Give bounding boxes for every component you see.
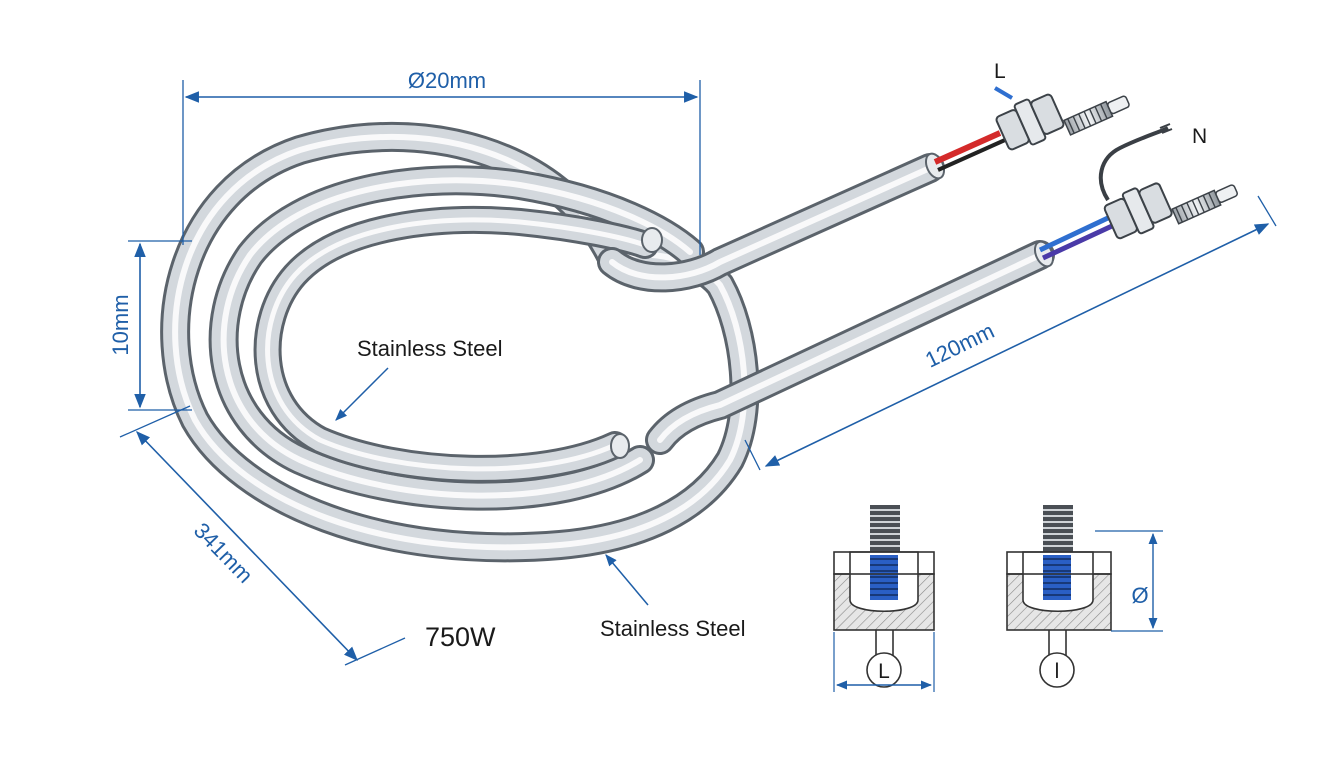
inner-coil xyxy=(253,206,659,483)
callout-arrow-icon xyxy=(605,554,649,606)
detail-label-left: L xyxy=(878,660,890,683)
detail-label-right: l xyxy=(1055,660,1060,683)
terminal-detail-right: l Ø xyxy=(1006,505,1163,688)
power-rating: 750W xyxy=(425,622,496,652)
detail-stud-threads xyxy=(1043,505,1073,555)
wire-black xyxy=(937,138,1006,172)
dimension-label-120: 120mm xyxy=(921,318,998,373)
wire-blue-stub xyxy=(993,86,1014,100)
dimension-label-height: 10mm xyxy=(108,294,133,355)
callout-outer-material: Stainless Steel xyxy=(600,554,746,641)
detail-stud-threads xyxy=(870,505,900,555)
upper-leg xyxy=(597,153,945,293)
hex-nut-icon xyxy=(1103,182,1173,240)
wire-black-loop xyxy=(1098,126,1169,202)
detail-terminal-ring xyxy=(1039,652,1075,688)
middle-coil xyxy=(208,165,705,511)
threaded-stud-icon xyxy=(1063,95,1130,136)
dimension-label-length: 341mm xyxy=(189,518,258,588)
wire-end-strands xyxy=(1159,123,1173,134)
dimension-arrow-icon xyxy=(136,430,358,662)
heater-tube xyxy=(160,121,1055,563)
dimension-arrow-icon xyxy=(764,223,1270,467)
threaded-stud-icon xyxy=(1171,184,1238,225)
tube-end-cap xyxy=(641,227,663,253)
lower-leg xyxy=(645,240,1055,455)
callout-label-outer: Stainless Steel xyxy=(600,616,746,641)
callout-inner-material: Stainless Steel xyxy=(335,336,503,421)
callout-arrow-icon xyxy=(335,367,389,421)
dimension-label-diameter: Ø20mm xyxy=(408,68,486,93)
upper-terminal: L xyxy=(933,60,1130,172)
dimension-height-left: 10mm xyxy=(108,240,192,411)
callout-label-inner: Stainless Steel xyxy=(357,336,503,361)
terminal-label-live: L xyxy=(994,60,1006,83)
tube-end-cap xyxy=(610,433,630,459)
terminal-label-neutral: N xyxy=(1192,125,1207,148)
dimension-length-right: 120mm xyxy=(744,195,1277,471)
dimension-label-terminal-diameter: Ø xyxy=(1131,583,1148,608)
terminal-detail-left: L xyxy=(833,505,935,692)
dimension-diameter-top: Ø20mm xyxy=(182,68,701,255)
hex-nut-icon xyxy=(995,93,1065,151)
wire-red xyxy=(933,130,1002,165)
lower-terminal: N xyxy=(1038,123,1238,261)
